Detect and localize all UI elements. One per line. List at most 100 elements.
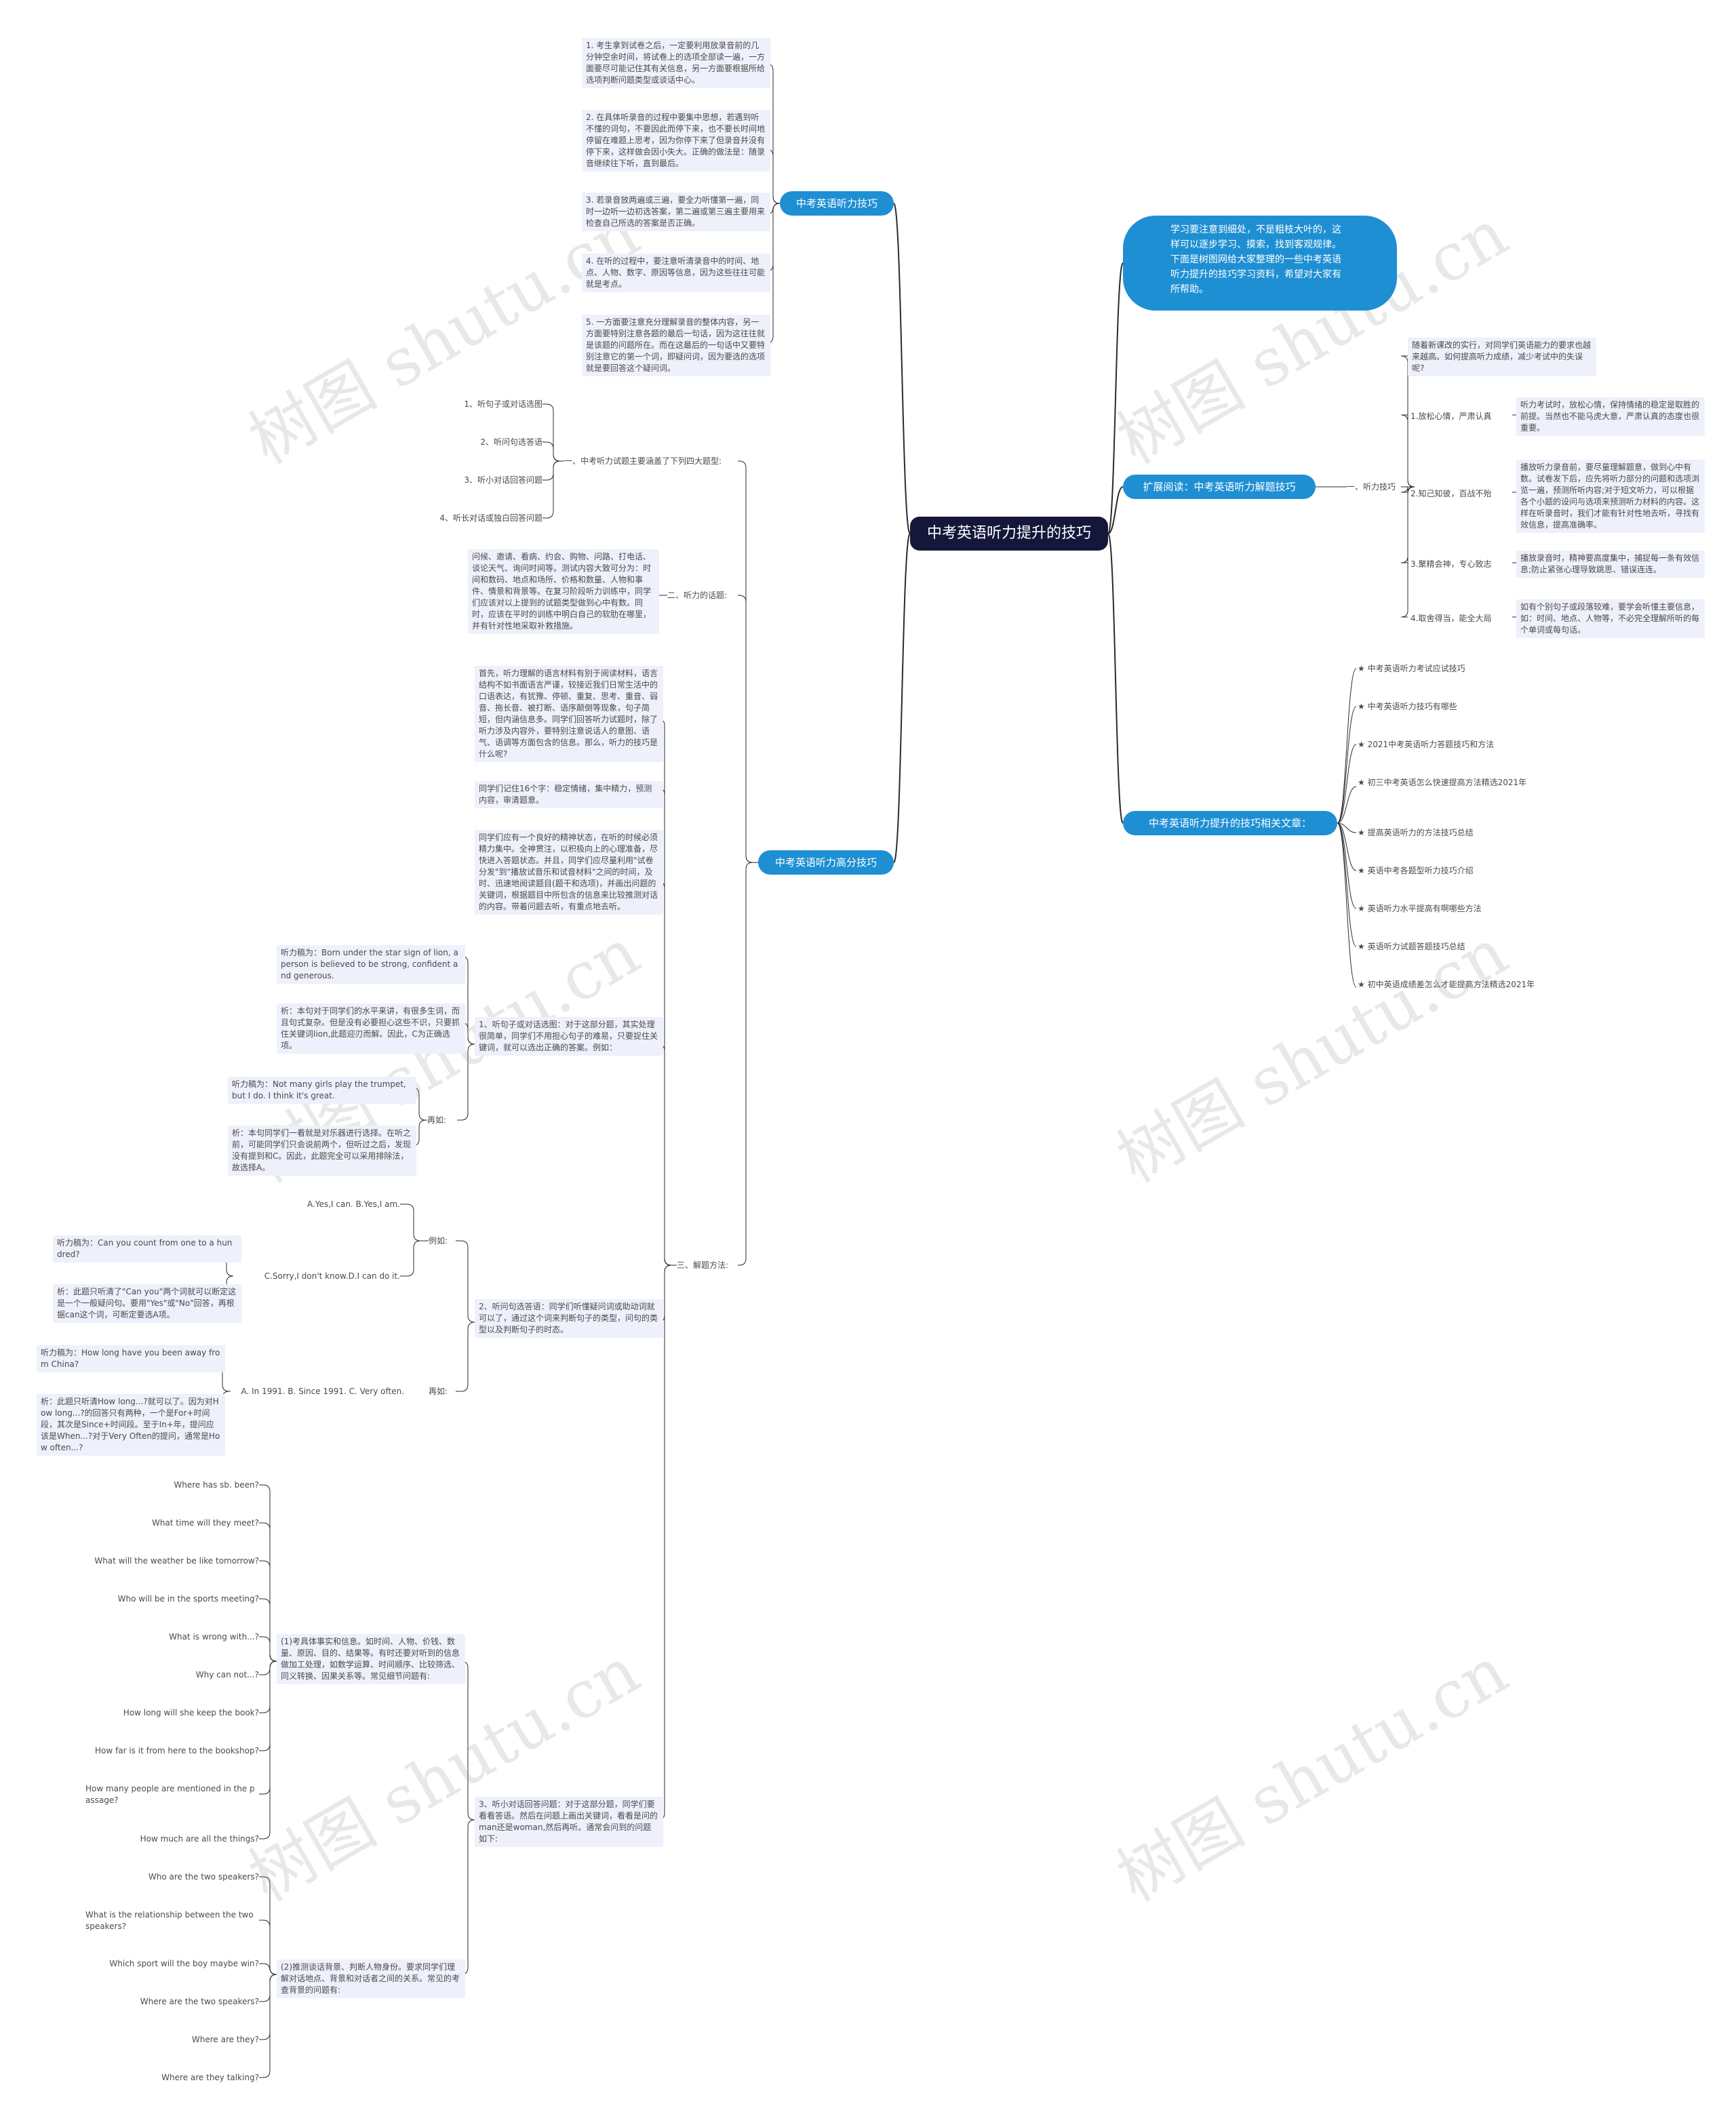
connector xyxy=(893,533,911,863)
ext-tip-title: 4.取舍得当，能全大局 xyxy=(1410,614,1492,623)
method-3a: (1)考具体事实和信息。如时间、人物、价钱、数量、原因、目的、结果等。有时还要对… xyxy=(277,1634,465,1684)
connector xyxy=(259,1661,277,1795)
branch-related-articles[interactable]: 中考英语听力提升的技巧相关文章： xyxy=(1123,811,1337,835)
connector xyxy=(738,595,758,863)
related-article-link[interactable]: ★ 中考英语听力技巧有哪些 xyxy=(1358,702,1457,711)
connector xyxy=(542,460,564,519)
connector xyxy=(457,1819,475,1975)
method-1: 1、听句子或对话选图：对于这部分题，其实处理很简单，同学们不用担心句子的难易，只… xyxy=(475,1017,663,1056)
connector xyxy=(259,1661,277,1713)
connector xyxy=(456,1240,475,1323)
method-intro: 首先，听力理解的语言材料有别于阅读材料，语言结构不如书面语言严谨，较接近我们日常… xyxy=(475,666,663,762)
connector xyxy=(259,1661,277,1840)
related-article-link[interactable]: ★ 2021中考英语听力答题技巧和方法 xyxy=(1358,740,1495,749)
question-item: What is the relationship between the two… xyxy=(85,1910,254,1931)
method-intro: 同学们应有一个良好的精神状态，在听的时候必须精力集中。全神贯注，以积极向上的心理… xyxy=(475,830,663,915)
method-3: 3、听小对话回答问题：对于这部分题，同学们要看看答语。然后在问题上画出关键词，看… xyxy=(475,1797,663,1847)
question-item: What time will they meet? xyxy=(151,1518,259,1528)
example-note: 析：此题只听清了"Can you"两个词就可以断定这是一个一般疑问句。要用"Ye… xyxy=(53,1284,241,1323)
connector xyxy=(1337,822,1357,947)
tip-item: 1. 考生拿到试卷之后，一定要利用放录音前的几分钟空余时间，将试卷上的选项全部读… xyxy=(582,38,770,88)
again-label: 再如: xyxy=(427,1115,447,1125)
connector xyxy=(1337,744,1357,824)
example-text: 听力稿为：Can you count from one to a hundred… xyxy=(53,1235,241,1263)
connector xyxy=(259,1661,277,1675)
ext-lead: 随着新课改的实行，对同学们英语能力的要求也越来越高。如何提高听力成绩，减少考试中… xyxy=(1408,338,1596,376)
ext-tip-text: 听力考试时，放松心情，保持情绪的稳定是取胜的前提。当然也不能马虎大意，严肃认真的… xyxy=(1516,397,1705,436)
branch-listening-tips[interactable]: 中考英语听力技巧 xyxy=(780,191,894,216)
question-item: Which sport will the boy maybe win? xyxy=(109,1959,259,1968)
example-note: 析：本句同学们一看就是对乐器进行选择。在听之前，可能同学们只会说前两个，但听过之… xyxy=(228,1126,416,1176)
related-article-link[interactable]: ★ 初三中考英语怎么快速提高方法精选2021年 xyxy=(1358,778,1527,787)
connector xyxy=(542,441,564,462)
question-item: How many people are mentioned in the pas… xyxy=(85,1784,255,1805)
related-article-link[interactable]: ★ 提高英语听力的方法技巧总结 xyxy=(1358,828,1474,837)
connector xyxy=(1337,668,1357,824)
connector xyxy=(259,1484,277,1662)
question-item: Where are they? xyxy=(191,2035,259,2044)
related-article-link[interactable]: ★ 初中英语成绩差怎么才能提高方法精选2021年 xyxy=(1358,980,1535,989)
eg-option: C.Sorry,I don't know.D.I can do it. xyxy=(264,1271,400,1281)
connector xyxy=(1337,822,1357,909)
question-type-item: 2、听问句选答语 xyxy=(480,437,542,447)
question-type-item: 3、听小对话回答问题 xyxy=(464,475,542,485)
example-note: 析：本句对于同学们的水平来讲，有很多生词，而且句式复杂。但是没有必要担心这些不识… xyxy=(277,1003,465,1054)
connector xyxy=(259,1974,277,2002)
ext-tip-title: 3.聚精会神，专心致志 xyxy=(1410,559,1492,569)
example-text: 听力稿为：Not many girls play the trumpet, bu… xyxy=(228,1077,416,1104)
method-intro: 同学们记住16个字：稳定情绪，集中精力，预测内容，审清题意。 xyxy=(475,781,663,808)
connector xyxy=(259,1876,277,1975)
connector xyxy=(259,1974,277,2078)
section-methods: 三、解题方法: xyxy=(677,1260,729,1270)
connector xyxy=(1337,822,1357,871)
connector xyxy=(259,1522,277,1662)
intro-node[interactable]: 学习要注意到细处，不是粗枝大叶的，这样可以逐步学习、摸索，找到客观规律。下面是树… xyxy=(1123,216,1397,311)
related-article-link[interactable]: ★ 中考英语听力考试应试技巧 xyxy=(1358,664,1465,673)
tip-item: 2. 在具体听录音的过程中要集中思想，若遇到听不懂的词句，不要因此而停下来，也不… xyxy=(582,110,770,172)
root-topic[interactable]: 中考英语听力提升的技巧 xyxy=(910,517,1108,551)
connector xyxy=(457,1043,475,1121)
question-item: What will the weather be like tomorrow? xyxy=(94,1556,259,1566)
question-item: How long will she keep the book? xyxy=(123,1708,259,1717)
example-text: 听力稿为：Born under the star sign of lion, a… xyxy=(277,945,465,984)
branch-high-score[interactable]: 中考英语听力高分技巧 xyxy=(758,850,894,875)
connector xyxy=(1337,822,1357,988)
branch-extended-reading[interactable]: 扩展阅读：中考英语听力解题技巧 xyxy=(1123,475,1316,499)
ext-tip-title: 1.放松心情，严肃认真 xyxy=(1410,412,1492,421)
connector xyxy=(400,1240,429,1277)
question-item: Where has sb. been? xyxy=(174,1480,259,1490)
method-3b: (2)推测谈话背景、判断人物身份。要求同学们理解对话地点、背景和对话者之间的关系… xyxy=(277,1960,465,1998)
connector xyxy=(259,1963,277,1975)
example-note: 析：此题只听清How long...?就可以了。因为对How long...?的… xyxy=(37,1394,225,1456)
question-item: Why can not...? xyxy=(195,1670,259,1679)
ext-tip-text: 播放录音时，精神要高度集中，捕捉每一条有效信息;防止紧张心理导致跳思、错误连连。 xyxy=(1516,551,1705,578)
question-type-item: 1、听句子或对话选图 xyxy=(464,399,542,409)
connector xyxy=(1107,486,1124,534)
connector xyxy=(1337,706,1357,824)
again-option: A. In 1991. B. Since 1991. C. Very often… xyxy=(241,1387,404,1396)
connector xyxy=(457,1661,475,1821)
tip-item: 5. 一方面要注意充分理解录音的整体内容，另一方面要特别注意各题的最后一句话，因… xyxy=(582,315,770,376)
tip-item: 4. 在听的过程中，要注意听清录音中的时间、地点、人物、数字、原因等信息，因为这… xyxy=(582,254,770,292)
related-article-link[interactable]: ★ 英语听力试题答题技巧总结 xyxy=(1358,942,1465,951)
connector xyxy=(1107,262,1124,534)
related-article-link[interactable]: ★ 英语听力水平提高有啊哪些方法 xyxy=(1358,904,1482,913)
connector xyxy=(456,1321,475,1392)
connector xyxy=(655,881,677,1266)
connector xyxy=(1107,533,1124,824)
question-item: Where are they talking? xyxy=(161,2073,259,2082)
eg-option: A.Yes,I can. B.Yes,I am. xyxy=(307,1199,400,1209)
connector xyxy=(259,1636,277,1662)
example-text: 听力稿为：How long have you been away from Ch… xyxy=(37,1345,225,1372)
connector xyxy=(259,1920,277,1975)
section-topics: 二、听力的话题: xyxy=(667,591,728,600)
eg-label: 例如: xyxy=(429,1236,448,1246)
related-article-link[interactable]: ★ 英语中考各题型听力技巧介绍 xyxy=(1358,866,1474,875)
method-2: 2、听问句选答语：同学们听懂疑问词或助动词就可以了，通过这个词来判断句子的类型，… xyxy=(475,1299,663,1338)
connector xyxy=(893,203,911,534)
section-question-types: 一、中考听力试题主要涵盖了下列四大题型: xyxy=(564,456,722,466)
question-item: How far is it from here to the bookshop? xyxy=(95,1746,259,1755)
connector xyxy=(1400,414,1415,488)
connector xyxy=(259,1560,277,1662)
